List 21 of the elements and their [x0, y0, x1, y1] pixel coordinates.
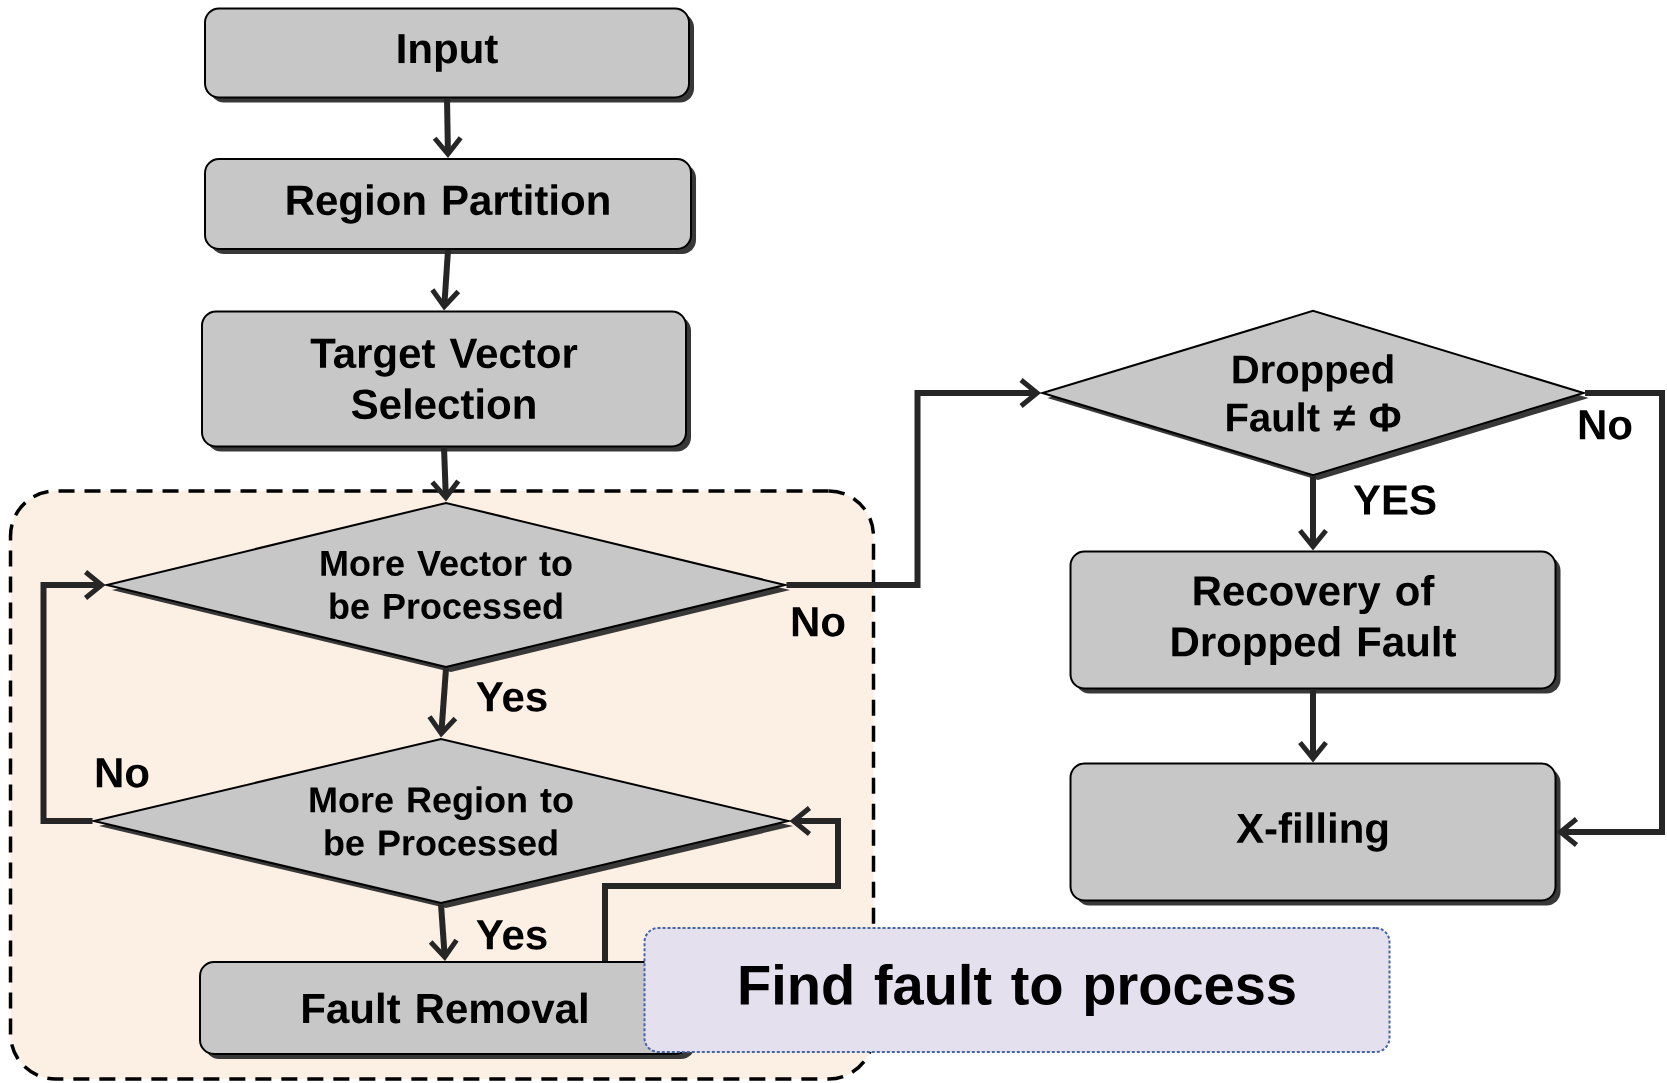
- arrow: [1556, 390, 1665, 847]
- arrow: [40, 570, 106, 824]
- process-box: Target Vector Selection: [201, 310, 691, 452]
- process-box: Fault Removal: [199, 961, 695, 1059]
- arrow: [427, 668, 458, 738]
- edge-label: Yes: [476, 682, 547, 712]
- arrow: [432, 98, 463, 158]
- process-box: Input: [204, 7, 694, 103]
- process-box: Region Partition: [204, 158, 696, 254]
- arrow: [1298, 689, 1328, 763]
- arrow: [602, 806, 841, 961]
- process-box: X-filling: [1069, 762, 1561, 906]
- edge-label: Yes: [476, 920, 547, 950]
- arrow: [786, 378, 1041, 588]
- edge-label: No: [96, 758, 149, 788]
- arrow: [430, 249, 461, 311]
- process-box: Recovery of Dropped Fault: [1069, 550, 1561, 694]
- callout-box: Find fault to process: [643, 927, 1391, 1053]
- edge-label: No: [792, 607, 845, 637]
- edge-label: YES: [1353, 485, 1436, 515]
- arrow: [1298, 476, 1328, 551]
